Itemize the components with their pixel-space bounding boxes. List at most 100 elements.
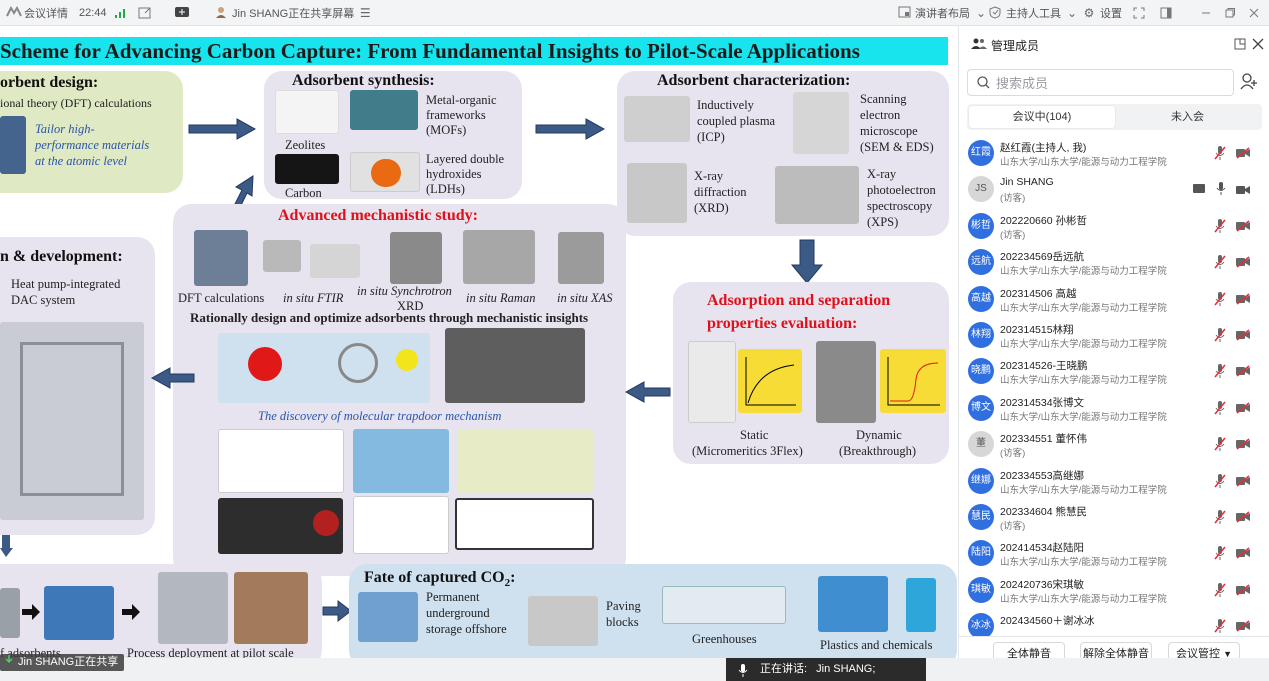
member-row[interactable]: 红霞赵红霞(主持人, 我)山东大学/山东大学/能源与动力工程学院 (959, 136, 1269, 173)
xrd-line-2: diffraction (694, 185, 747, 199)
member-status-icons (1192, 182, 1250, 200)
avatar: 高越 (968, 285, 994, 312)
camera-off-icon[interactable] (1236, 292, 1250, 311)
user-avatar-icon (214, 6, 228, 20)
mic-muted-icon[interactable] (1214, 364, 1226, 383)
chevron-down-icon: ⌄ (975, 6, 987, 20)
member-name: 202334551 董怀伟 (1000, 433, 1087, 446)
restore-icon[interactable] (1225, 0, 1235, 26)
greenhouses-label: Greenhouses (692, 632, 757, 646)
mic-muted-icon[interactable] (1214, 510, 1226, 529)
mic-muted-icon[interactable] (1214, 473, 1226, 493)
design-line: ional theory (DFT) calculations (0, 96, 152, 110)
close-panel-icon[interactable] (1251, 38, 1265, 52)
menu-lines-icon[interactable]: ☰ (359, 6, 371, 20)
settings-button[interactable]: ⚙ 设置 (1082, 0, 1122, 26)
member-name: 202334553高继娜 (1000, 469, 1085, 482)
mic-muted-icon[interactable] (1214, 218, 1226, 238)
avatar: 博文 (968, 394, 994, 421)
member-name: 202314534张博文 (1000, 396, 1085, 409)
layout-icon (897, 6, 911, 20)
camera-off-icon[interactable] (1236, 546, 1250, 565)
mic-muted-icon[interactable] (1214, 582, 1226, 602)
camera-off-icon[interactable] (1236, 328, 1250, 347)
screen-share-icon[interactable] (174, 0, 190, 26)
shared-screen-slide: Scheme for Advancing Carbon Capture: Fro… (0, 26, 957, 658)
camera-off-icon[interactable] (1236, 146, 1250, 165)
camera-off-icon[interactable] (1236, 437, 1250, 456)
close-icon[interactable] (1249, 0, 1259, 26)
development-heading: n & development: (0, 248, 123, 265)
camera-on-icon[interactable] (1236, 182, 1250, 200)
tab-in-meeting[interactable]: 会议中(104) (969, 106, 1115, 128)
invite-member-icon[interactable] (1240, 72, 1257, 90)
screen-share-icon (1192, 182, 1206, 200)
xas-image (558, 232, 604, 284)
mic-muted-icon[interactable] (1214, 255, 1226, 274)
mic-muted-icon[interactable] (1214, 400, 1226, 420)
speaking-label: 正在讲话: (760, 663, 808, 675)
meeting-details-label: 会议详情 (24, 8, 68, 20)
sidebar-toggle-icon[interactable] (1160, 0, 1172, 26)
avatar: 琪敏 (968, 576, 994, 603)
mic-muted-icon[interactable] (1214, 437, 1226, 456)
server-image (0, 116, 26, 174)
camera-off-icon[interactable] (1236, 619, 1250, 636)
fullscreen-icon[interactable] (1133, 0, 1145, 26)
popout-icon[interactable] (1233, 38, 1247, 52)
tab-not-joined[interactable]: 未入会 (1171, 111, 1204, 123)
meeting-details-button[interactable]: 会议详情 (6, 0, 68, 26)
characterization-heading: Adsorbent characterization: (657, 72, 851, 89)
xps-line-4: (XPS) (867, 215, 899, 229)
host-tools-button[interactable]: 主持人工具 ⌄ (988, 0, 1079, 26)
chevron-down-icon: ⌄ (1066, 6, 1078, 20)
member-name: 202314515林翔 (1000, 324, 1074, 336)
design-panel (0, 71, 183, 193)
search-icon (976, 75, 990, 90)
member-status-icons (1214, 400, 1250, 420)
share-window-icon[interactable] (138, 0, 152, 26)
host-tools-label: 主持人工具 (1006, 8, 1061, 20)
presenter-layout-button[interactable]: 演讲者布局 ⌄ (897, 0, 988, 26)
signal-icon (114, 0, 126, 26)
sharing-notice: Jin SHANG正在共享屏幕 ☰ (214, 0, 372, 26)
mic-on-icon[interactable] (1216, 182, 1226, 200)
mic-muted-icon[interactable] (1214, 146, 1226, 165)
camera-off-icon[interactable] (1236, 510, 1250, 529)
camera-off-icon[interactable] (1236, 401, 1250, 420)
adsorbents-image (0, 588, 20, 638)
mic-muted-icon[interactable] (1214, 619, 1226, 636)
mofs-image (350, 90, 418, 130)
member-search-input[interactable]: 搜索成员 (967, 69, 1234, 96)
meeting-time: 22:44 (79, 7, 107, 19)
meeting-logo-icon (6, 5, 22, 20)
paving-line-1: Paving (606, 599, 641, 613)
mic-muted-icon[interactable] (1214, 546, 1226, 565)
arrow-right-5 (322, 600, 352, 622)
camera-off-icon[interactable] (1236, 583, 1250, 602)
camera-off-icon[interactable] (1236, 219, 1250, 238)
avatar: 远航 (968, 249, 994, 276)
mic-muted-icon[interactable] (1214, 328, 1226, 347)
mic-muted-icon[interactable] (1214, 291, 1226, 311)
dft-label: DFT calculations (178, 291, 265, 305)
camera-off-icon[interactable] (1236, 364, 1250, 383)
camera-off-icon[interactable] (1236, 255, 1250, 274)
member-affiliation: 山东大学/山东大学/能源与动力工程学院 (1000, 339, 1167, 350)
xrd-line-3: (XRD) (694, 201, 729, 215)
camera-off-icon[interactable] (1236, 474, 1250, 493)
minimize-icon[interactable] (1201, 0, 1211, 26)
